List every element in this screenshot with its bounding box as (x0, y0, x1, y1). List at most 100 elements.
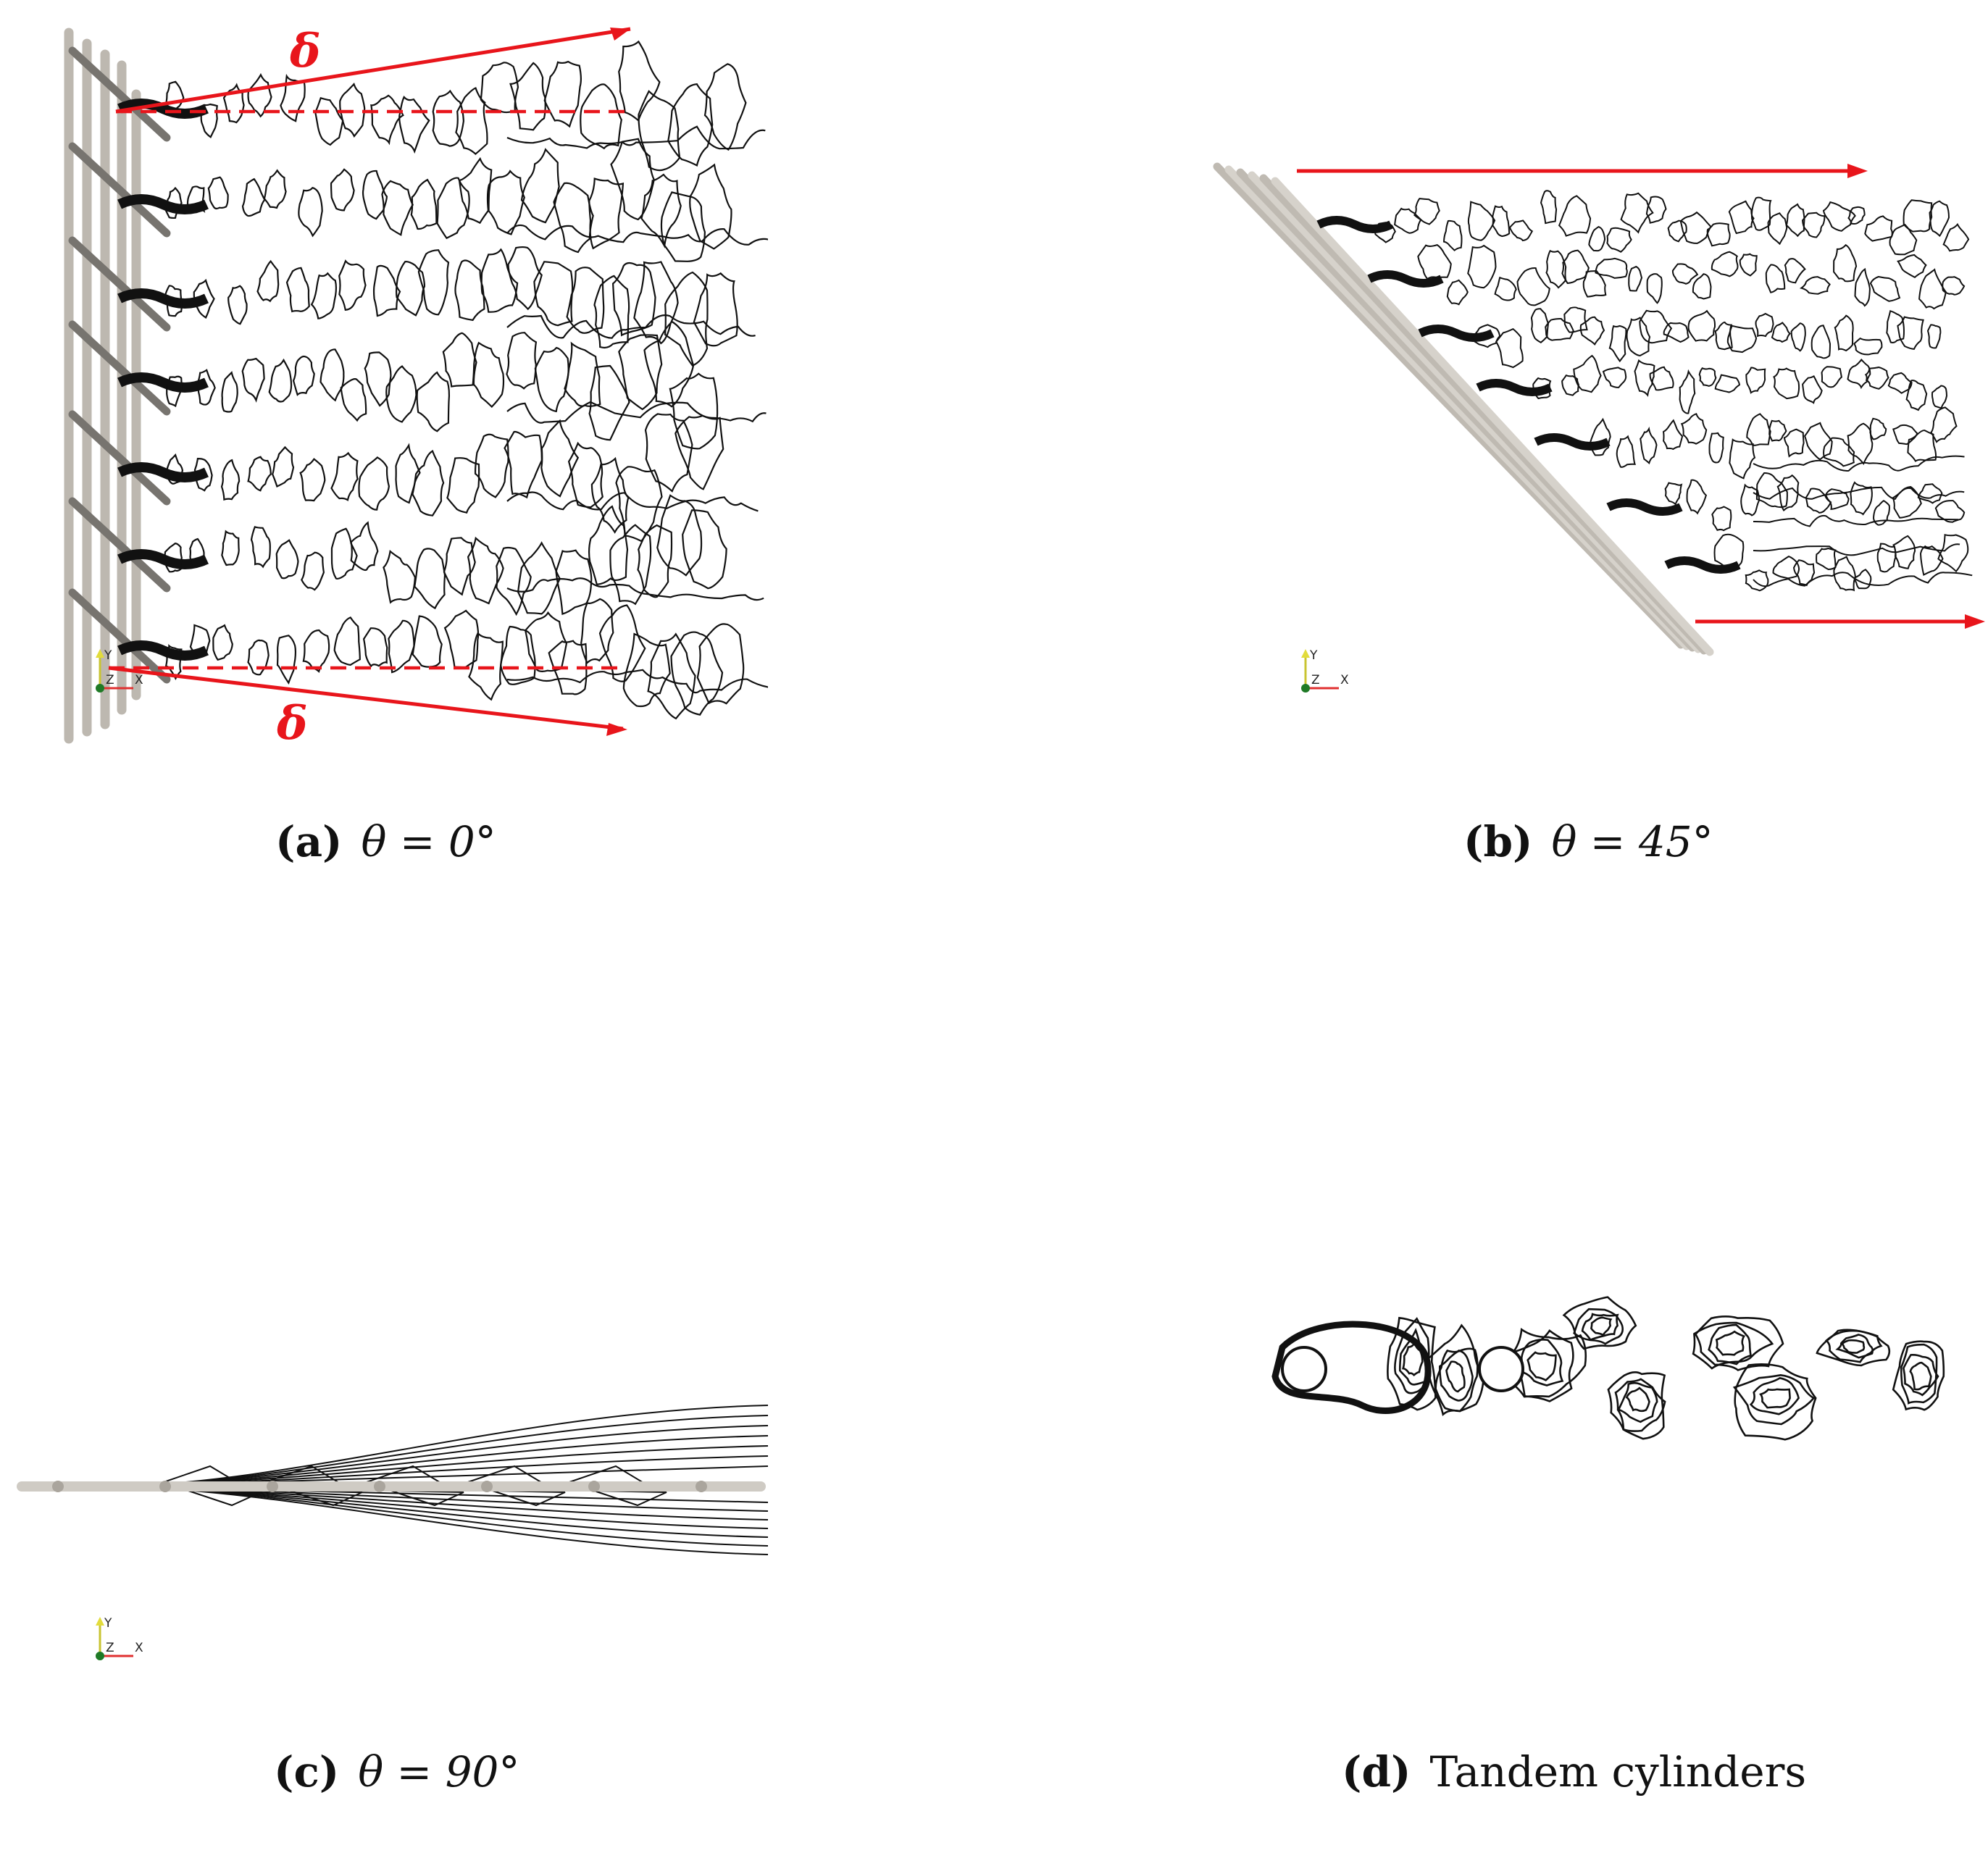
vortex-contour (1734, 1363, 1817, 1441)
vortex-contour (221, 530, 240, 566)
vortex-contour (1540, 190, 1558, 225)
axis-x-label: X (135, 1641, 143, 1655)
vortex-contour (1835, 1334, 1874, 1359)
cylinder-array (64, 28, 171, 744)
vortex-contour (1726, 325, 1758, 354)
vortex-contour (1494, 276, 1517, 301)
vortex-contour (1561, 374, 1580, 396)
shear-layer-top: δ (115, 24, 631, 114)
vortex-contour (370, 94, 404, 146)
vortex-contour (693, 272, 738, 347)
upstream-wake-core (1271, 1321, 1432, 1414)
vortex-contour (1374, 222, 1396, 243)
vortex-contour (1745, 569, 1769, 592)
vortex-contour (1573, 354, 1602, 393)
vortex-contour (1728, 200, 1755, 235)
wake-contour-line (1753, 514, 1959, 527)
vortex-contour (330, 451, 359, 501)
vortex-contour (443, 609, 480, 669)
vortex-contour (1767, 212, 1788, 246)
wake-contour-line (506, 491, 759, 512)
vortex-contour (474, 433, 509, 498)
axis-x-label: X (135, 673, 143, 687)
vortex-contour (1664, 482, 1683, 506)
vortex-contour (566, 267, 605, 334)
vortex-contour (507, 246, 543, 311)
vortex-contour (643, 320, 695, 408)
vortex-contour (362, 170, 388, 220)
vortex-contour (454, 259, 485, 322)
vortex-contour (506, 332, 538, 390)
vortex-contour (189, 624, 211, 658)
vortex-contour (1917, 483, 1943, 504)
vortex-contour (1417, 243, 1452, 280)
vortex-contour (1620, 192, 1654, 234)
vortex-contour (548, 640, 588, 695)
axis-x-label: X (1340, 673, 1349, 687)
vortex-contour (1934, 500, 1966, 523)
vortex-contour (555, 549, 593, 616)
vortex-contour (1886, 310, 1905, 343)
cylinder-joint (159, 1481, 171, 1492)
vortex-contour (703, 63, 747, 151)
inclined-cylinder (68, 588, 171, 684)
vortex-contour (580, 598, 614, 664)
vortex-contour (1562, 1296, 1637, 1350)
vortex-contour (350, 521, 379, 572)
vortex-contour (1588, 225, 1606, 252)
vortex-contour (1749, 1376, 1800, 1415)
vortex-contour (1745, 367, 1766, 394)
upstream-cylinder (1281, 1346, 1327, 1392)
vortex-contour (1714, 374, 1741, 393)
delta-bottom-label: δ (276, 696, 308, 750)
vortex-contour (1711, 506, 1732, 532)
vortex-contour (1869, 275, 1901, 302)
vortex-contour (416, 371, 451, 432)
vortex-contour (330, 168, 355, 212)
vortex-contour (1667, 219, 1687, 243)
vortex-contour (1427, 1323, 1485, 1416)
vortex-contour (1773, 367, 1800, 400)
vortex-contour (1942, 276, 1966, 296)
vortex-contour (222, 83, 245, 124)
vortex-contour (220, 459, 241, 501)
vortex-contour (1905, 380, 1928, 411)
axis-y-label: Y (1309, 648, 1318, 663)
near-wake-core (117, 462, 209, 482)
wake-contour-line (1753, 572, 1973, 587)
vortex-contour (275, 539, 299, 580)
vortex-contour (1864, 215, 1893, 242)
vortex-contour (1907, 430, 1937, 462)
wake-contour-line (1753, 543, 1960, 556)
cylinder-joint (588, 1481, 600, 1492)
vortex-contour (1561, 249, 1590, 285)
vortex-contour (504, 430, 543, 499)
vortex-contour (1467, 244, 1497, 289)
vortex-contour (1595, 257, 1628, 279)
caption-d-label: (d) (1342, 1747, 1411, 1796)
vortex-contour (381, 180, 414, 236)
vortex-contour (1850, 481, 1873, 516)
vortex-contour (1729, 438, 1756, 480)
vortex-contour (250, 525, 271, 569)
caption-a: (a)θ = 0° (275, 817, 496, 866)
vortex-contour (1847, 358, 1871, 390)
vortex-contour (276, 635, 297, 685)
vortex-contour (1446, 279, 1469, 306)
vortex-contour (637, 524, 673, 598)
vortex-contour (189, 538, 205, 569)
vortex-contour (1413, 198, 1440, 225)
vortex-contour (1768, 419, 1787, 442)
vortex-contour (1509, 219, 1534, 242)
vortex-contour (412, 615, 443, 668)
axes-triad: Y Z X (96, 1616, 143, 1660)
vortex-contour (263, 169, 287, 209)
vortex-contour (436, 177, 470, 240)
vortex-contour (1563, 306, 1588, 333)
caption-c: (c)θ = 90° (274, 1747, 519, 1796)
vortex-contour (525, 611, 568, 672)
vortex-contour (622, 632, 671, 708)
panel-c-graphic: Y Z X (17, 1405, 769, 1660)
vortex-contour (588, 505, 629, 586)
vortex-contour (417, 249, 450, 316)
